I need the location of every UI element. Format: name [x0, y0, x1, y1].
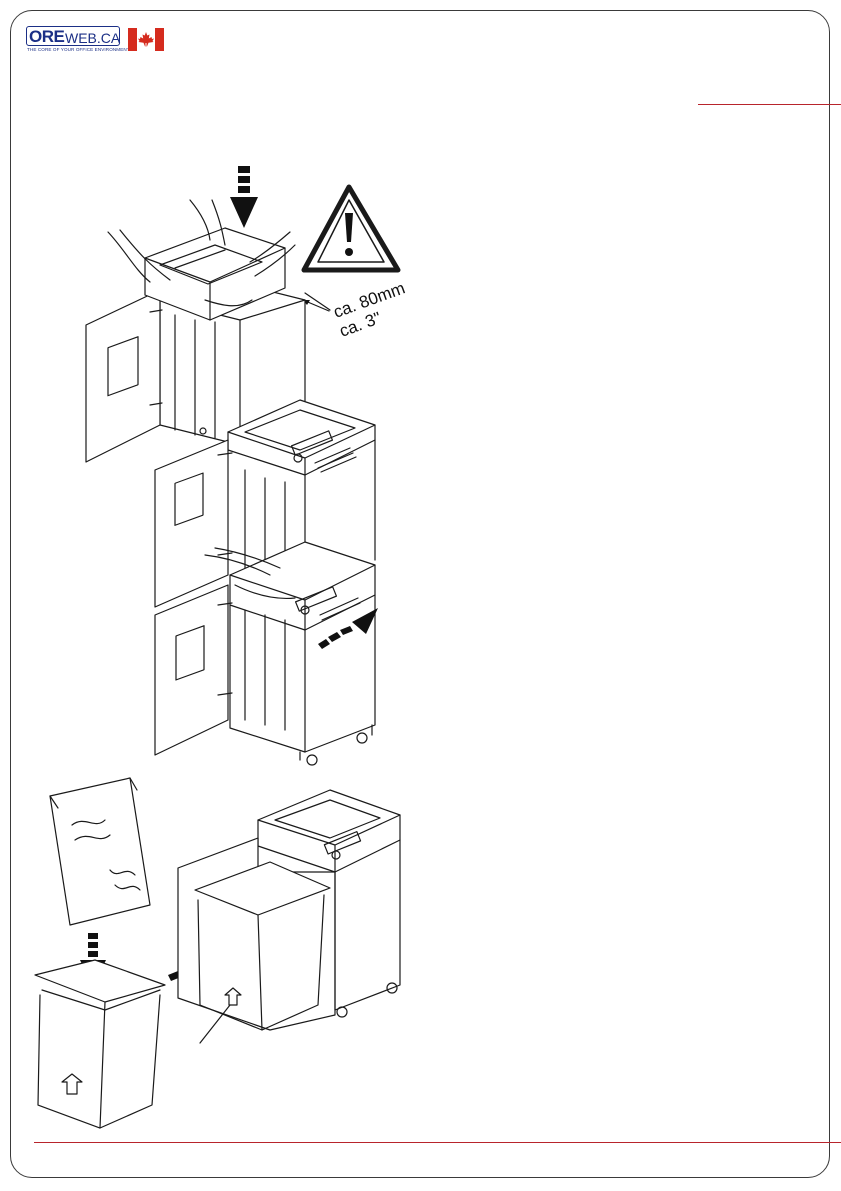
waste-bag [50, 778, 150, 925]
dashed-down-arrow-icon [230, 166, 258, 228]
warning-triangle-icon [304, 187, 398, 270]
waste-bin [35, 960, 165, 1128]
cabinet-step-5 [178, 790, 400, 1043]
